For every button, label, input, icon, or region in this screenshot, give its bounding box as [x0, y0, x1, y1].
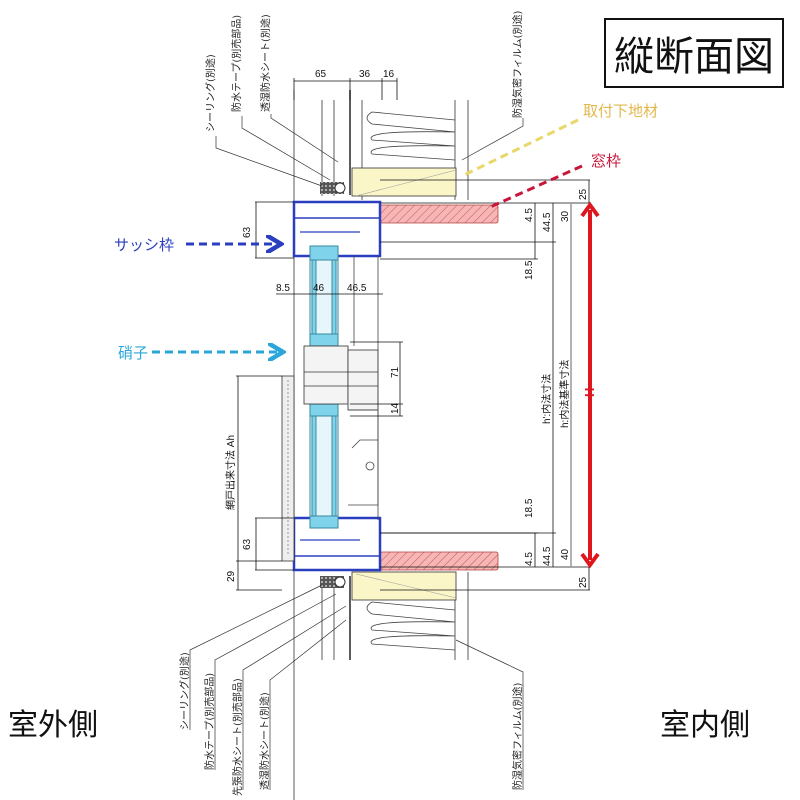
dim-65: 65: [315, 69, 327, 80]
glass-upper: [309, 245, 339, 347]
dim-top: [293, 78, 398, 100]
callout-leaders-top: [215, 114, 524, 187]
dim-right-4-5-top: 4.5: [524, 208, 535, 222]
drawing-title: 縦断面図: [614, 34, 774, 80]
insulation-top: [366, 111, 456, 161]
callout-bottom-vapor-film: 防湿気密フィルム(別途): [511, 682, 524, 790]
dim-16: 16: [383, 69, 395, 80]
interior-panel: [348, 256, 379, 520]
dim-right-44-5-top: 44.5: [542, 212, 553, 232]
dim-36: 36: [359, 69, 371, 80]
callout-top-vapor-film: 防湿気密フィルム(別途): [511, 10, 524, 118]
dim-46-5: 46.5: [347, 283, 367, 294]
dim-46: 46: [313, 283, 325, 294]
callout-leaders-bottom: [189, 584, 524, 790]
dim-right-44-5-bottom: 44.5: [542, 546, 553, 566]
callout-bottom-sealing: シーリング(別途): [178, 652, 191, 730]
dim-H: H: [582, 388, 597, 397]
dim-8-5: 8.5: [276, 283, 290, 294]
dim-71: 71: [390, 366, 401, 378]
callout-top-waterproof-tape: 防水テープ(別売部品): [230, 15, 243, 112]
H-arrow: [580, 201, 600, 569]
mounting-base-arrow: [461, 118, 579, 178]
dim-right-30: 30: [560, 210, 571, 222]
mounting-base-bottom: [351, 571, 457, 601]
dim-h-prime: h':内法寸法: [540, 374, 553, 424]
dim-right-18-5-top: 18.5: [524, 260, 535, 280]
dim-screen-height: 網戸出来寸法 Ah: [224, 435, 237, 510]
interior-side-label: 室内側: [660, 708, 750, 743]
callout-top-breathable-sheet: 透湿防水シート(別途): [259, 14, 272, 112]
mounting-base-label: 取付下地材: [583, 102, 659, 120]
dim-right-25-top: 25: [578, 188, 589, 200]
meeting-rail: [303, 345, 379, 411]
callout-bottom-pre-waterproof-sheet: 先張防水シート(別売部品): [231, 678, 244, 796]
window-frame-top: [379, 204, 499, 224]
callout-bottom-breathable-sheet: 透湿防水シート(別途): [258, 692, 271, 790]
exterior-side-label: 室外側: [8, 708, 98, 743]
mounting-base-top: [351, 167, 457, 197]
glass-label: 硝子: [118, 344, 149, 362]
dim-right-18-5-bottom: 18.5: [524, 498, 535, 518]
callout-bottom-waterproof-tape: 防水テープ(別売部品): [203, 673, 216, 770]
dim-right-4-5-bottom: 4.5: [524, 552, 535, 566]
title-box: 縦断面図: [604, 18, 784, 88]
callout-top-sealing: シーリング(別途): [204, 54, 217, 132]
glass-lower: [309, 403, 339, 529]
dim-29: 29: [226, 570, 237, 582]
dim-h: h:内法基準寸法: [558, 360, 571, 428]
dim-14: 14: [390, 402, 401, 414]
dim-63-top: 63: [242, 226, 253, 238]
window-frame-arrow: [487, 164, 583, 210]
sash-frame-label: サッシ枠: [114, 236, 175, 254]
insulation-bottom: [366, 601, 456, 651]
insect-screen: [281, 375, 295, 562]
dim-63-bottom: 63: [242, 538, 253, 550]
dim-right-40: 40: [560, 548, 571, 560]
dim-right-25-bottom: 25: [578, 576, 589, 588]
window-frame-label: 窓枠: [591, 152, 622, 170]
